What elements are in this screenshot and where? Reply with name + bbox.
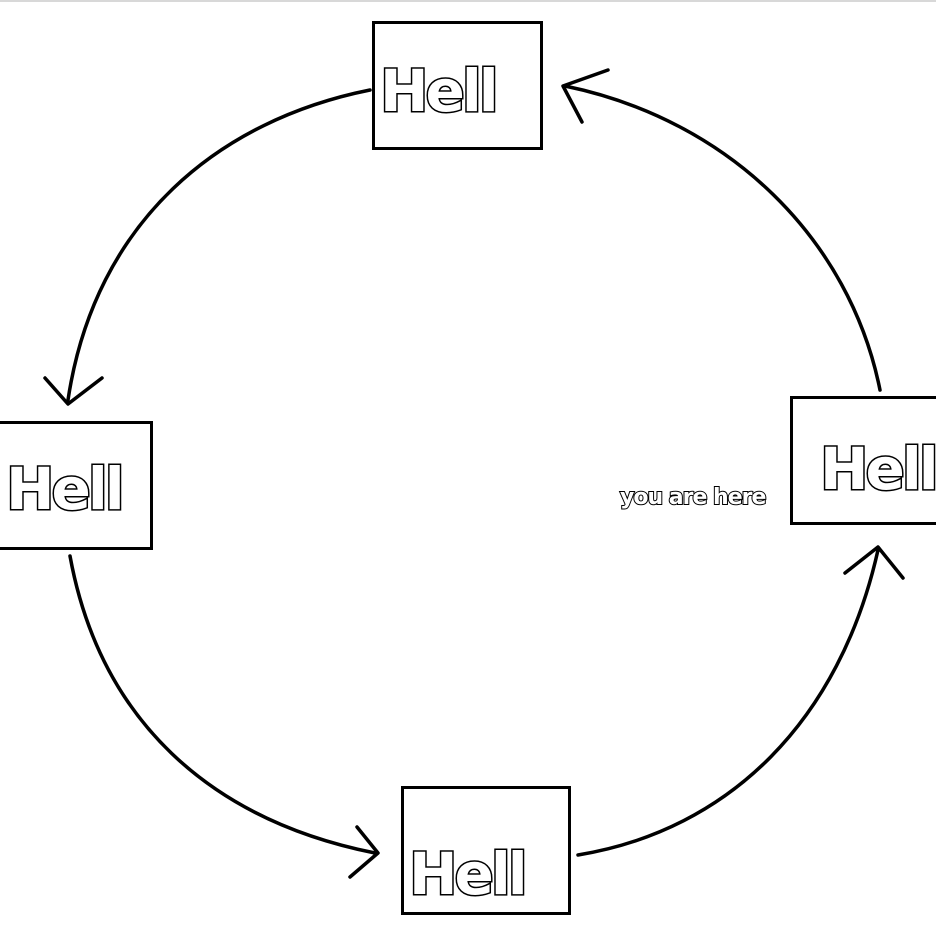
arrowhead-left (43, 376, 104, 406)
edge-left-to-bottom (68, 554, 377, 855)
top-border-line (0, 0, 936, 2)
you-are-here-caption: you are here (619, 485, 767, 510)
arrowhead-bottom (348, 825, 380, 879)
node-label-top: Hell (379, 57, 501, 125)
edge-right-to-top (563, 84, 882, 392)
node-box-top (372, 21, 543, 150)
node-box-bottom (401, 786, 571, 915)
node-label-left: Hell (5, 455, 127, 523)
node-label-bottom: Hell (408, 840, 530, 908)
arrowhead-right (843, 545, 905, 580)
node-label-right: Hell (819, 435, 936, 503)
edge-bottom-to-right (576, 548, 880, 857)
arrowhead-top (561, 68, 610, 124)
node-box-left (0, 421, 153, 550)
edge-top-to-left (66, 88, 372, 402)
node-box-right (790, 396, 936, 525)
